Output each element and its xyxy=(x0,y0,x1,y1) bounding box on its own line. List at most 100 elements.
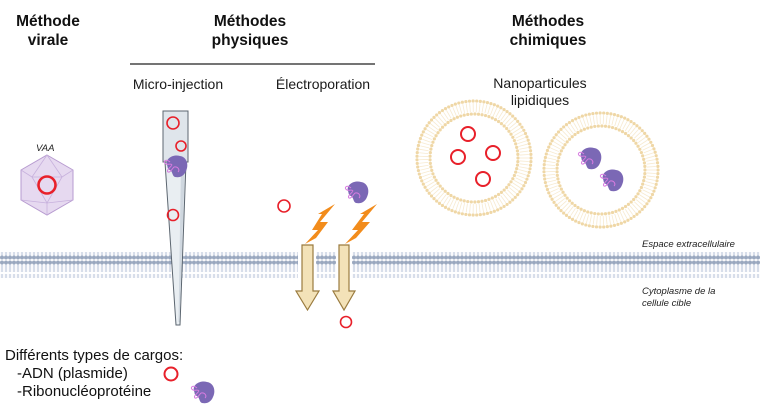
lipid-tail xyxy=(550,147,560,152)
label-cytoplasm-line2: cellule cible xyxy=(642,297,692,309)
lipid-head xyxy=(645,202,649,206)
lipid-head xyxy=(518,122,522,126)
lipid-tail xyxy=(557,198,566,205)
lipid-head xyxy=(643,168,647,172)
lipid-tail xyxy=(611,116,615,126)
lipid-tail xyxy=(596,215,598,225)
lipid-tail xyxy=(547,157,557,161)
lipid-tail xyxy=(573,209,579,218)
lipid-head xyxy=(655,175,660,179)
lipid-tail xyxy=(644,183,654,188)
lipid-head xyxy=(629,119,633,124)
lipid-head xyxy=(432,197,436,201)
lipid-tail xyxy=(608,115,611,125)
lipid-head xyxy=(482,212,486,216)
lipid-tail xyxy=(419,152,429,155)
dna-plasmid-icon xyxy=(166,116,180,130)
micro-injection-needle xyxy=(162,110,189,326)
lipid-head xyxy=(614,209,618,213)
lipid-head xyxy=(489,210,493,215)
lipid-head xyxy=(619,221,623,225)
lipid-head xyxy=(471,99,475,103)
lipid-head xyxy=(638,126,642,130)
lipid-head xyxy=(429,165,433,169)
lipid-head xyxy=(467,213,472,217)
lipid-head xyxy=(544,152,548,156)
lipid-head xyxy=(460,100,464,104)
lipid-head xyxy=(502,204,506,209)
lipid-head xyxy=(582,127,586,131)
lipid-head xyxy=(449,193,453,198)
label-cytoplasm-line1: Cytoplasme de la xyxy=(642,286,716,297)
lipid-tail xyxy=(500,195,507,204)
lipid-head xyxy=(473,200,477,204)
lipid-head xyxy=(626,218,630,222)
lipid-head xyxy=(641,182,645,186)
lipid-tail xyxy=(553,141,562,147)
lipid-head xyxy=(437,201,442,205)
lipid-tail xyxy=(559,200,567,207)
lipid-tail xyxy=(553,193,562,199)
lipid-head xyxy=(464,99,468,104)
lipid-head xyxy=(620,130,625,134)
lipid-tail xyxy=(423,135,433,140)
lipid-head xyxy=(640,207,644,211)
header-chemical-methods: Méthodes chimiques xyxy=(493,12,603,50)
label-electroporation: Électroporation xyxy=(275,76,371,92)
lipid-head xyxy=(508,200,512,204)
lipid-head xyxy=(602,225,606,229)
virus-aav-icon xyxy=(20,154,74,216)
lipid-tail xyxy=(637,196,646,203)
lipid-head xyxy=(548,142,552,146)
lipid-head xyxy=(502,124,506,128)
lipid-head xyxy=(457,101,461,105)
lipid-tail xyxy=(627,207,634,216)
label-nanoparticles-line1: Nanoparticules xyxy=(493,75,587,91)
lipid-head xyxy=(545,187,550,192)
lipid-head xyxy=(554,203,558,207)
lipid-tail xyxy=(546,173,556,176)
lipid-head xyxy=(511,114,515,118)
lipid-tail xyxy=(440,194,447,203)
lipid-head xyxy=(525,135,529,139)
lipid-head xyxy=(443,189,447,193)
lipid-head xyxy=(434,178,438,182)
lipid-head xyxy=(640,129,644,133)
header-physical-line1: Méthodes xyxy=(213,13,287,30)
lipid-head xyxy=(523,180,528,185)
lipid-tail xyxy=(519,163,529,166)
lipid-head xyxy=(542,166,546,170)
lipid-head xyxy=(473,112,477,116)
lipid-tail xyxy=(502,193,509,201)
lipid-tail xyxy=(420,145,430,149)
lipid-tail xyxy=(619,211,625,221)
lipid-tail xyxy=(573,122,579,131)
lipid-head xyxy=(555,170,559,174)
lipid-head xyxy=(432,137,436,141)
lipid-head xyxy=(457,211,461,215)
lipid-head xyxy=(417,140,421,144)
lipid-head xyxy=(528,149,533,153)
lipid-head xyxy=(505,185,509,190)
lipid-head xyxy=(416,165,420,169)
lipid-tail xyxy=(641,142,650,148)
lipid-tail xyxy=(432,121,440,128)
lipid-tail xyxy=(576,211,581,220)
lipid-head xyxy=(440,108,445,113)
ribonucleoprotein-icon xyxy=(344,180,369,204)
lipid-tail xyxy=(490,200,495,210)
lipid-tail xyxy=(548,182,557,186)
lipid-head xyxy=(516,152,520,157)
lipid-head xyxy=(416,143,420,148)
lipid-head xyxy=(584,223,588,227)
lipid-head xyxy=(562,211,566,215)
header-viral-method: Méthode virale xyxy=(0,12,96,50)
lipid-head xyxy=(466,112,470,117)
lipid-head xyxy=(499,190,504,194)
lipid-tail xyxy=(458,104,463,114)
lipid-tail xyxy=(469,203,471,213)
lipid-head xyxy=(653,186,657,190)
lipid-tail xyxy=(484,202,488,212)
lipid-head xyxy=(429,147,433,151)
lipid-head xyxy=(514,170,518,174)
